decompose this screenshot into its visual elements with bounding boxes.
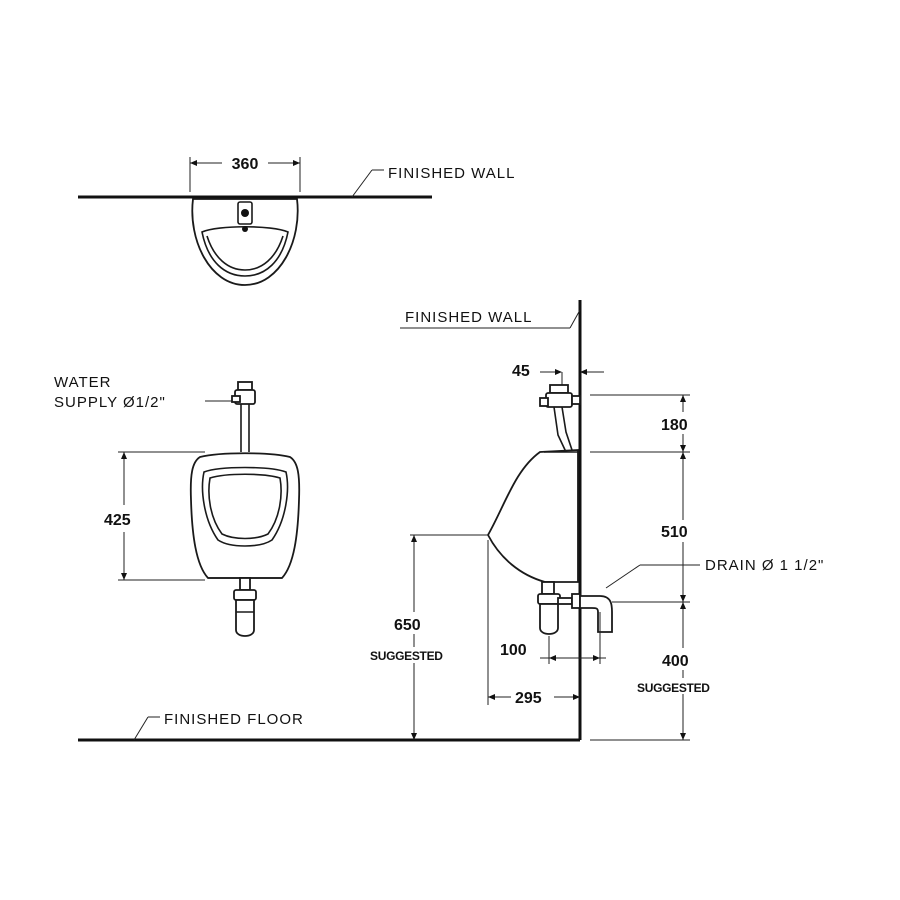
side-valve-dimension: 180 xyxy=(661,417,688,434)
top-finished-wall-label: FINISHED WALL xyxy=(388,165,515,182)
side-view: FINISHED WALL FINISHED FLOOR 45 xyxy=(78,300,824,742)
urinal-side-body xyxy=(486,449,579,583)
water-supply-label-line1: WATER xyxy=(54,374,112,391)
side-depth-dimension: 295 xyxy=(515,690,542,707)
drain-pipe-icon xyxy=(579,595,613,633)
top-view: 360 FINISHED WALL xyxy=(78,156,515,286)
front-view: WATER SUPPLY Ø1/2" 425 xyxy=(54,374,301,637)
side-valve-cap-icon xyxy=(549,384,569,394)
side-body-dimension: 510 xyxy=(661,524,688,541)
top-valve-icon xyxy=(237,201,253,225)
rim-height-dimension: 650 xyxy=(394,617,421,634)
finished-floor-label: FINISHED FLOOR xyxy=(164,711,304,728)
water-supply-label-line2: SUPPLY Ø1/2" xyxy=(54,394,166,411)
front-height-dimension: 425 xyxy=(104,512,131,529)
side-offset-dimension: 45 xyxy=(512,363,530,380)
drain-height-dimension: 400 xyxy=(662,653,689,670)
side-trap-icon xyxy=(539,603,559,635)
drain-offset-dimension: 100 xyxy=(500,642,527,659)
top-width-dimension: 360 xyxy=(232,156,259,173)
drain-size-label: DRAIN Ø 1 1/2" xyxy=(705,557,824,574)
drain-height-note: SUGGESTED xyxy=(637,681,710,695)
front-valve-cap-icon xyxy=(237,381,253,391)
front-trap-icon xyxy=(235,599,255,637)
side-finished-wall-label: FINISHED WALL xyxy=(405,309,532,326)
urinal-plan-outline xyxy=(191,198,299,286)
urinal-front-body xyxy=(189,452,301,579)
rim-height-note: SUGGESTED xyxy=(370,649,443,663)
